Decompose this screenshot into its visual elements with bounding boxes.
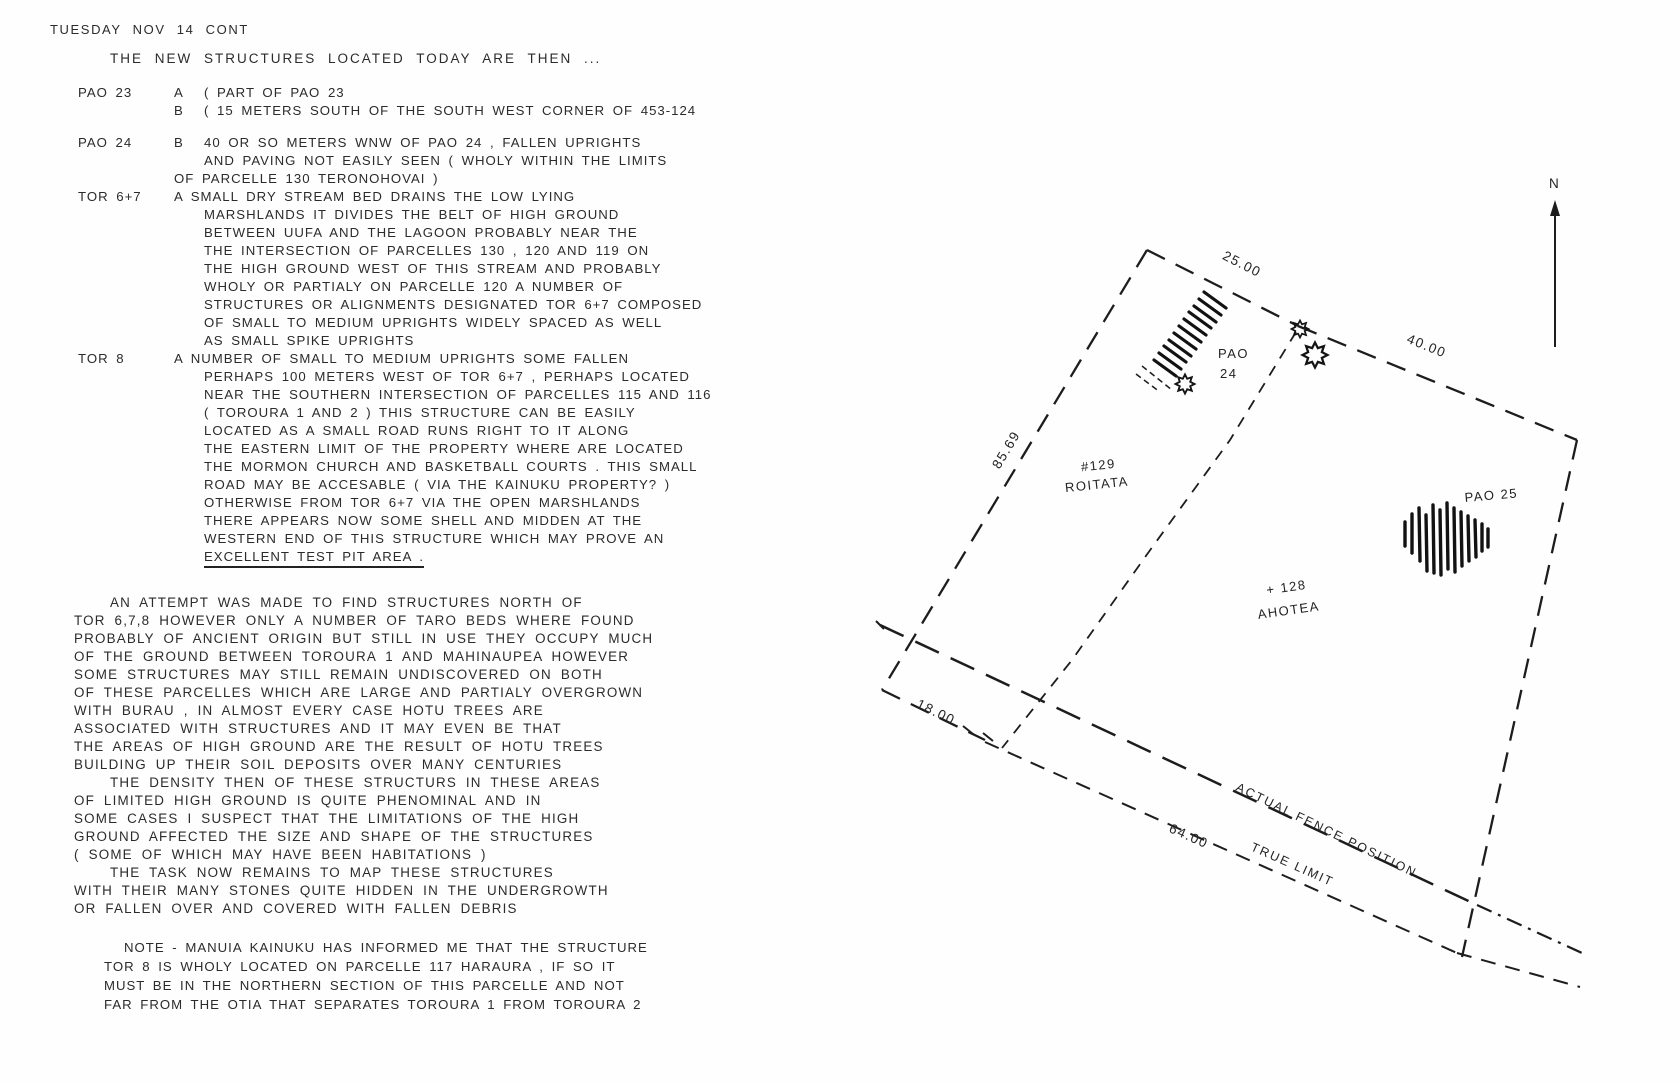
spacer [78,120,830,134]
fence-line [879,623,1583,955]
true-limit-label: TRUE LIMIT [1249,840,1336,889]
pao24-tree-symbol [1174,373,1196,395]
note-line: THERE APPEARS NOW SOME SHELL AND MIDDEN … [204,513,643,528]
note-line: ( TOROURA 1 AND 2 ) THIS STRUCTURE CAN B… [204,405,636,420]
dim-40: 40.00 [1405,331,1449,360]
note-line: ASSOCIATED WITH STRUCTURES AND IT MAY EV… [74,721,562,736]
note-line: PROBABLY OF ANCIENT ORIGIN BUT STILL IN … [74,631,654,646]
entry-label [78,102,174,120]
note-line: GROUND AFFECTED THE SIZE AND SHAPE OF TH… [74,829,594,844]
dim-8569: 85.69 [989,428,1023,471]
tree-symbol-large [1301,341,1329,369]
note-line: ROAD MAY BE ACCESABLE ( VIA THE KAINUKU … [204,477,671,492]
note-line: AN ATTEMPT WAS MADE TO FIND STRUCTURES N… [110,595,583,610]
boundary-edge-left [881,249,1148,691]
edge-tick-marks [875,620,994,742]
parcel-sketch-svg: N [875,176,1583,988]
dim-64: 64.00 [1167,821,1211,852]
true-limit-line [984,741,1581,988]
note-line: SOME STRUCTURES MAY STILL REMAIN UNDISCO… [74,667,603,682]
date-heading: TUESDAY NOV 14 CONT [50,22,249,37]
entry-sub: B [174,135,184,150]
entry-sub: B [174,103,184,118]
note-line: ( SOME OF WHICH MAY HAVE BEEN HABITATION… [74,847,487,862]
note-line: SOME CASES I SUSPECT THAT THE LIMITATION… [74,811,580,826]
note-line: PERHAPS 100 METERS WEST OF TOR 6+7 , PER… [204,369,690,384]
pao24-label-line2: 24 [1220,366,1237,381]
parcel-128-number: + 128 [1265,577,1307,597]
note-line: WITH BURAU , IN ALMOST EVERY CASE HOTU T… [74,703,544,718]
note-line: AND PAVING NOT EASILY SEEN ( WHOLY WITHI… [204,153,668,168]
note-line: THE AREAS OF HIGH GROUND ARE THE RESULT … [74,739,604,754]
summary-paragraph: AN ATTEMPT WAS MADE TO FIND STRUCTURES N… [74,594,830,918]
dim-25: 25.00 [1220,248,1264,280]
pao24-label-line1: PAO [1218,346,1249,361]
note-line: THE MORMON CHURCH AND BASKETBALL COURTS … [204,459,698,474]
boundary-edge-right [1460,439,1579,958]
boundary-edge-40 [1297,324,1578,442]
note-line: THE HIGH GROUND WEST OF THIS STREAM AND … [204,261,662,276]
entry-label: TOR 6+7 [78,189,142,204]
north-arrow [1550,200,1560,347]
note-line: OF LIMITED HIGH GROUND IS QUITE PHENOMIN… [74,793,542,808]
entry-label: PAO 24 [78,135,133,150]
note-line: OR FALLEN OVER AND COVERED WITH FALLEN D… [74,901,518,916]
note-line: TOR 6,7,8 HOWEVER ONLY A NUMBER OF TARO … [74,613,635,628]
note-line-underlined: EXCELLENT TEST PIT AREA . [78,548,830,568]
note-line: AS SMALL SPIKE UPRIGHTS [204,333,415,348]
note-line: WITH THEIR MANY STONES QUITE HIDDEN IN T… [74,883,609,898]
note-line: THE INTERSECTION OF PARCELLES 130 , 120 … [204,243,650,258]
pao25-structure [1403,501,1490,577]
note-line: BETWEEN UUFA AND THE LAGOON PROBABLY NEA… [204,225,638,240]
note-line: MUST BE IN THE NORTHERN SECTION OF THIS … [104,978,625,993]
parcel-129-number: #129 [1080,456,1116,475]
parcel-128-name: AHOTEA [1257,598,1321,622]
note-line: MARSHLANDS IT DIVIDES THE BELT OF HIGH G… [204,207,620,222]
note-line: OF PARCELLE 130 TERONOHOVAI ) [174,171,439,186]
entry-label: PAO 23 [78,85,133,100]
note-line: STRUCTURES OR ALIGNMENTS DESIGNATED TOR … [204,297,703,312]
note-line: TOR 8 IS WHOLY LOCATED ON PARCELLE 117 H… [104,959,616,974]
note-line: THE TASK NOW REMAINS TO MAP THESE STRUCT… [110,865,554,880]
note-line: B( 15 METERS SOUTH OF THE SOUTH WEST COR… [78,102,830,120]
note-line: OF SMALL TO MEDIUM UPRIGHTS WIDELY SPACE… [204,315,663,330]
parcel-division-line [1001,331,1297,749]
note-line: THE DENSITY THEN OF THESE STRUCTURS IN T… [110,775,601,790]
north-label: N [1549,176,1560,191]
dim-18: 18.00 [914,696,958,728]
note-line: WHOLY OR PARTIALY ON PARCELLE 120 A NUMB… [204,279,624,294]
pao24-dashed-fringe [1135,365,1173,393]
note-line: LOCATED AS A SMALL ROAD RUNS RIGHT TO IT… [204,423,630,438]
note-line: BUILDING UP THEIR SOIL DEPOSITS OVER MAN… [74,757,563,772]
note-line: THE EASTERN LIMIT OF THE PROPERTY WHERE … [204,441,684,456]
note-line: OTHERWISE FROM TOR 6+7 VIA THE OPEN MARS… [204,495,641,510]
note-line: NEAR THE SOUTHERN INTERSECTION OF PARCEL… [204,387,712,402]
handwritten-notes-column: TUESDAY NOV 14 CONT THE NEW STRUCTURES L… [0,0,830,1014]
intro-line: THE NEW STRUCTURES LOCATED TODAY ARE THE… [110,51,602,66]
note-line: OF THESE PARCELLES WHICH ARE LARGE AND P… [74,685,644,700]
parcel-129-name: ROITATA [1064,474,1129,496]
note-line: FAR FROM THE OTIA THAT SEPARATES TOROURA… [104,997,642,1012]
note-line: OF THE GROUND BETWEEN TOROURA 1 AND MAHI… [74,649,630,664]
pao25-label: PAO 25 [1464,485,1519,505]
entry-sub: A [174,85,184,100]
boundary-edge-25 [1146,248,1299,328]
note-line: WESTERN END OF THIS STRUCTURE WHICH MAY … [204,531,665,546]
entry-label: TOR 8 [78,351,125,366]
parcel-outer-boundary [881,248,1579,958]
note-line: NOTE - MANUIA KAINUKU HAS INFORMED ME TH… [124,940,648,955]
sketch-map: N [820,0,1680,1080]
boundary-edge-18 [881,688,986,742]
pao24-structure [1152,290,1228,378]
note-block: NOTE - MANUIA KAINUKU HAS INFORMED ME TH… [104,938,830,1014]
